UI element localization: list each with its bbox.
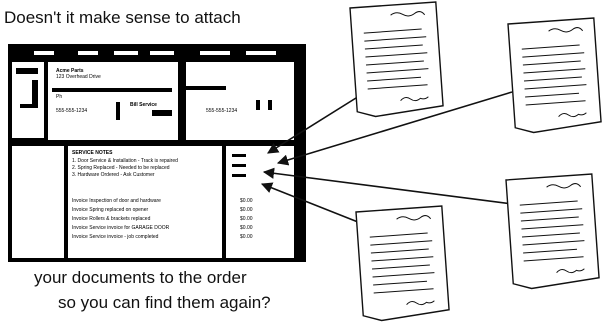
document-bottom: [356, 206, 449, 322]
document-right-top: [508, 18, 601, 134]
document-right-bottom: [506, 174, 599, 290]
document-top: [350, 2, 443, 118]
arrow-bottom-doc: [262, 184, 368, 226]
